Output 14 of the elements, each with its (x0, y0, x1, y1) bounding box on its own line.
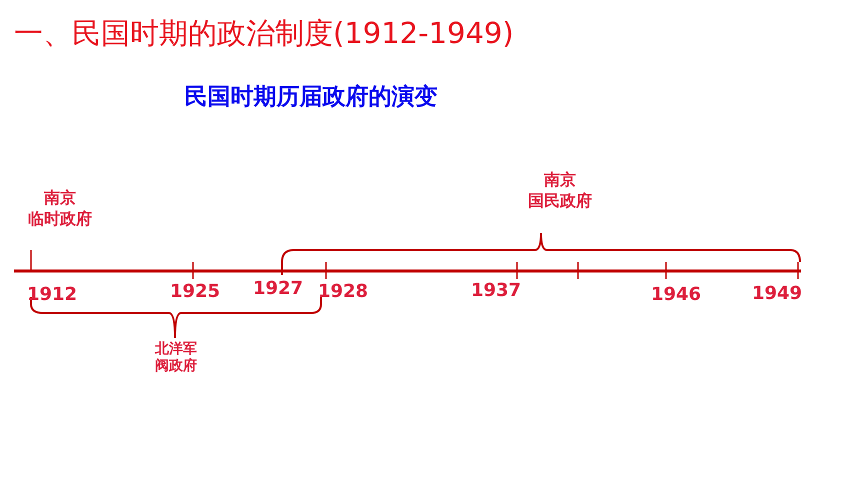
year-label: 1928 (318, 281, 368, 303)
period-label: 临时政府 (28, 209, 92, 228)
year-label: 1925 (170, 281, 220, 303)
year-label: 1912 (26, 284, 78, 306)
period-label: 南京 (544, 170, 576, 190)
year-label: 1949 (752, 283, 802, 305)
year-label: 1927 (252, 278, 304, 300)
year-label: 1946 (650, 284, 702, 306)
period-label: 南京 (44, 188, 76, 208)
slide-title: 一、民国时期的政治制度(1912-1949) (14, 15, 514, 52)
period-label: 国民政府 (528, 191, 592, 210)
year-label: 1937 (470, 280, 522, 302)
period-label: 北洋军阀政府 (155, 341, 197, 375)
subtitle: 民国时期历届政府的演变 (184, 84, 438, 112)
